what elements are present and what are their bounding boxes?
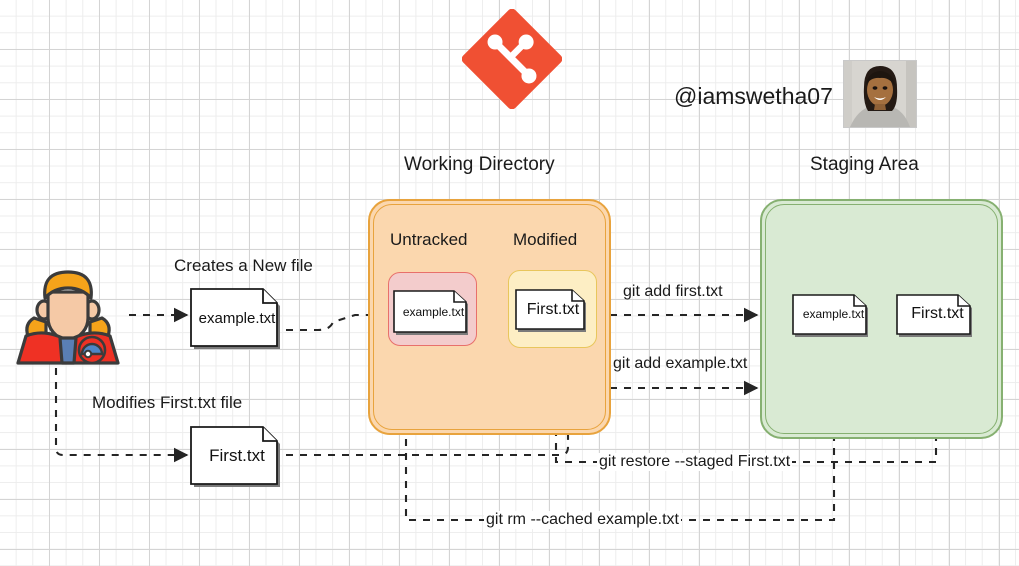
- file-doc-first-source: First.txt: [190, 426, 284, 491]
- cmd-git-add-first: git add first.txt: [623, 283, 723, 300]
- working-directory-title: Working Directory: [404, 154, 555, 175]
- file-doc-first-modified: First.txt: [515, 289, 591, 335]
- working-directory-inner-ring: [373, 204, 606, 430]
- file-name: First.txt: [526, 301, 580, 318]
- file-name: example.txt: [802, 307, 865, 321]
- file-name: First.txt: [209, 446, 265, 465]
- cmd-git-add-example: git add example.txt: [613, 355, 748, 372]
- untracked-label: Untracked: [390, 230, 468, 249]
- staging-area-title: Staging Area: [810, 154, 919, 175]
- file-doc-example-staged: example.txt: [792, 294, 875, 340]
- file-name: example.txt: [198, 310, 276, 327]
- cmd-git-rm-cached: git rm --cached example.txt: [484, 511, 681, 529]
- modified-label: Modified: [513, 230, 578, 249]
- file-doc-first-staged: First.txt: [896, 294, 979, 340]
- file-name: example.txt: [402, 305, 465, 319]
- label-modifies-first-file: Modifies First.txt file: [92, 393, 243, 412]
- file-name: First.txt: [911, 305, 964, 322]
- git-logo-icon: [461, 8, 563, 110]
- file-doc-example-source: example.txt: [190, 288, 284, 353]
- profile-photo: [843, 60, 917, 128]
- staging-area-inner-ring: [765, 204, 998, 434]
- label-creates-new-file: Creates a New file: [174, 256, 313, 275]
- user-handle: @iamswetha07: [674, 83, 833, 109]
- file-doc-example-untracked: example.txt: [393, 290, 474, 338]
- developer-avatar-icon: [12, 266, 124, 366]
- cmd-git-restore-staged: git restore --staged First.txt: [597, 453, 793, 471]
